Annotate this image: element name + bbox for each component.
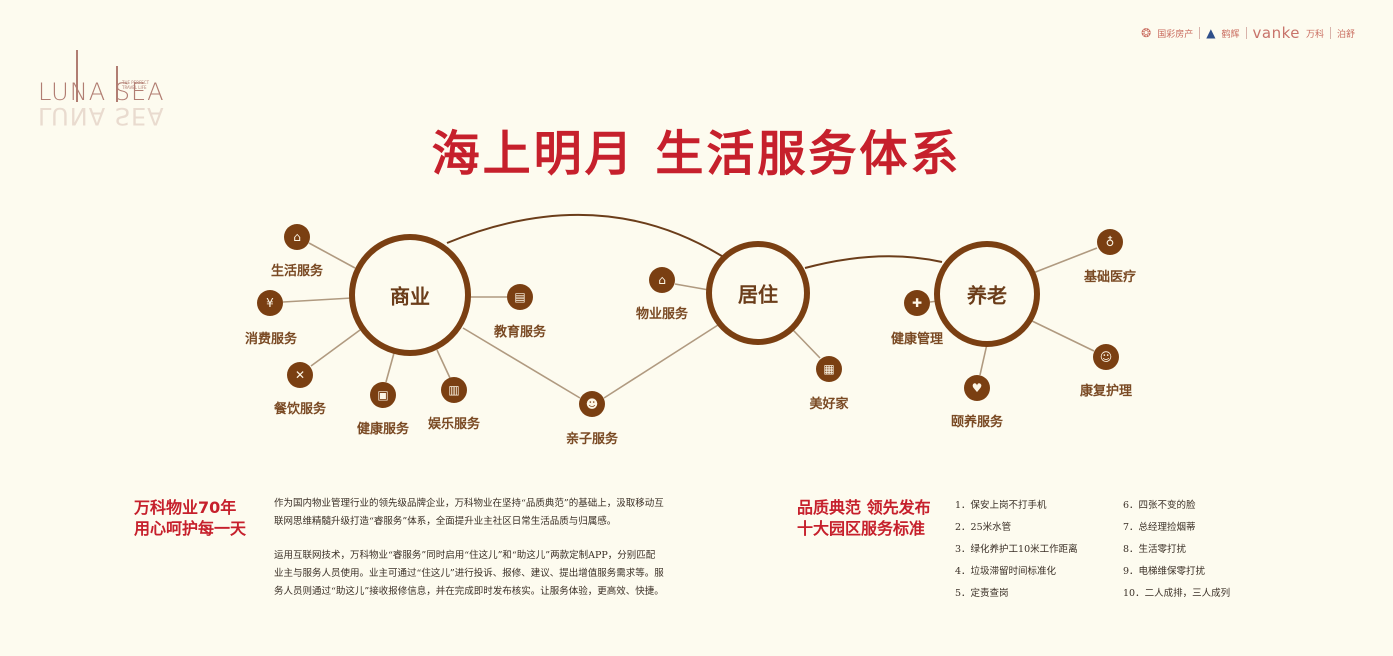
health-record-icon: ✚ (904, 290, 930, 316)
section-right-title: 品质典范 领先发布 十大园区服务标准 (797, 497, 931, 539)
stethoscope-icon: ♁ (1097, 229, 1123, 255)
node-label-education-service: 教育服务 (493, 325, 547, 340)
vanke-logo: vanke (1252, 24, 1300, 42)
utensils-icon: ✕ (287, 362, 313, 388)
node-label-basic-medical: 基础医疗 (1083, 270, 1137, 285)
logo-bar (116, 66, 118, 102)
node-label-entertainment-service: 娱乐服务 (427, 417, 481, 432)
node-label-better-home: 美好家 (809, 397, 849, 412)
hub-label-elderly: 养老 (967, 283, 1007, 308)
standard-item: 4．垃圾滞留时间标准化 (955, 566, 1057, 577)
standard-item: 2．25米水管 (955, 522, 1012, 533)
standard-item: 9．电梯维保零打扰 (1123, 566, 1206, 577)
node-label-life-service: 生活服务 (270, 264, 324, 279)
section-left-paragraph-2: 运用互联网技术，万科物业“睿服务”同时启用“住这儿”和“助这儿”两款定制APP，… (274, 547, 664, 601)
connector-commerce-living (446, 213, 726, 259)
section-left-title: 万科物业70年 用心呵护每一天 (134, 497, 246, 539)
logo-text: LUNA SEA (38, 78, 165, 106)
logo-subtext: THE PERFECT TRAVEL LIFE (122, 80, 150, 90)
property-icon: ⌂ (649, 267, 675, 293)
paragraph-line: 业主与服务人员使用。业主可通过“住这儿”进行投诉、报修、建议、提出增值服务需求等… (274, 568, 664, 579)
partner-logos: ❂ 国彩房产 ▲ 鹤辉 vanke 万科 泊舒 (1141, 24, 1355, 42)
book-icon: ▤ (507, 284, 533, 310)
node-label-consumer-service: 消费服务 (244, 332, 298, 347)
node-label-dining-service: 餐饮服务 (273, 402, 327, 417)
luna-sea-logo: LUNA SEA THE PERFECT TRAVEL LIFE LUNA SE… (38, 50, 165, 150)
partner-name: 万科 (1305, 29, 1324, 40)
paragraph-line: 联网思维精髓升级打造“睿服务”体系，全面提升业主社区日常生活品质与归属感。 (274, 516, 617, 527)
node-label-parent-child-service: 亲子服务 (565, 432, 619, 447)
section-left-title-line1: 万科物业70年 (134, 498, 237, 517)
hub-elderly (934, 241, 1040, 347)
hub-living (706, 241, 810, 345)
standard-item: 5．定责查岗 (955, 588, 1009, 599)
node-label-property-service: 物业服务 (635, 307, 689, 322)
standard-item: 7．总经理捡烟蒂 (1123, 522, 1196, 533)
family-icon: ☻ (579, 391, 605, 417)
standard-item: 8．生活零打扰 (1123, 544, 1187, 555)
section-left-paragraph-1: 作为国内物业管理行业的领先级品牌企业，万科物业在坚持“品质典范”的基础上，汲取移… (274, 495, 664, 531)
building-icon: ▦ (816, 356, 842, 382)
standard-item: 10．二人成排，三人成列 (1123, 588, 1231, 599)
section-left-title-line2: 用心呵护每一天 (134, 519, 247, 538)
node-label-elderly-care: 颐养服务 (950, 415, 1004, 430)
partner-name: 国彩房产 (1157, 29, 1194, 40)
section-right-title-line1: 品质典范 领先发布 (797, 498, 931, 517)
chart-icon: ▥ (441, 377, 467, 403)
paragraph-line: 作为国内物业管理行业的领先级品牌企业，万科物业在坚持“品质典范”的基础上，汲取移… (274, 498, 664, 509)
standard-item: 1．保安上岗不打手机 (955, 500, 1047, 511)
yen-icon: ¥ (257, 290, 283, 316)
standard-item: 3．绿化养护工10米工作距离 (955, 544, 1078, 555)
partner-logo-1-icon: ❂ (1141, 26, 1152, 40)
logo-bar (76, 50, 78, 102)
divider (1329, 27, 1331, 39)
node-label-health-service: 健康服务 (356, 422, 410, 437)
node-label-rehab-nursing: 康复护理 (1079, 384, 1133, 399)
house-icon: ⌂ (284, 224, 310, 250)
hub-label-commerce: 商业 (390, 284, 430, 309)
nurse-icon: ☺ (1093, 344, 1119, 370)
partner-name: 鹤辉 (1221, 29, 1240, 40)
paragraph-line: 务人员则通过“助这儿”接收报修信息，并在完成即时发布核实。让服务体验，更高效、快… (274, 586, 664, 597)
paragraph-line: 运用互联网技术，万科物业“睿服务”同时启用“住这儿”和“助这儿”两款定制APP，… (274, 550, 656, 561)
partner-name: 泊舒 (1336, 29, 1355, 40)
page-title: 海上明月 生活服务体系 (431, 126, 962, 182)
divider (1245, 27, 1247, 39)
medkit-icon: ▣ (370, 382, 396, 408)
standard-item: 6．四张不变的脸 (1123, 500, 1196, 511)
divider (1199, 27, 1201, 39)
connector-living-elderly (804, 255, 943, 269)
section-right-title-line2: 十大园区服务标准 (797, 519, 926, 538)
hub-commerce (349, 234, 471, 356)
node-label-health-management: 健康管理 (890, 332, 944, 347)
partner-logo-2-icon: ▲ (1206, 26, 1216, 40)
hub-label-living: 居住 (738, 282, 778, 307)
care-icon: ♥ (964, 375, 990, 401)
